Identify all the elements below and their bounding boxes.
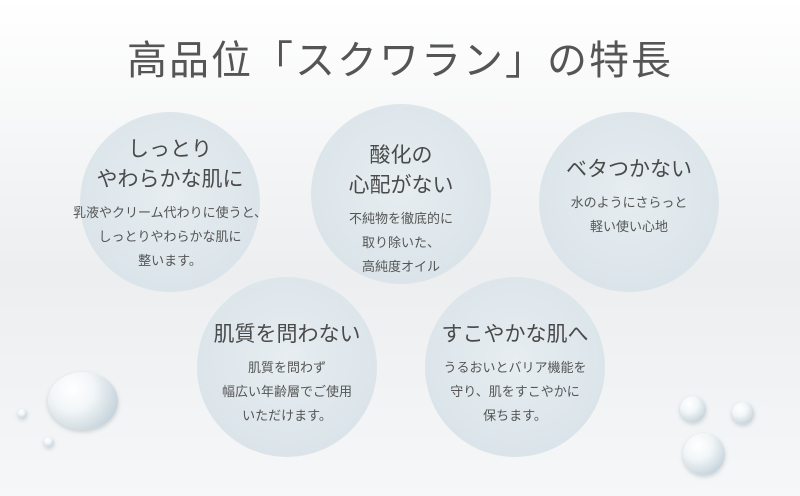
feature-circle-moisture: しっとり やわらかな肌に 乳液やクリーム代わりに使うと、 しっとりやわらかな肌に… xyxy=(73,112,267,292)
feature-description: 肌質を問わず 幅広い年齢層でご使用 いただけます。 xyxy=(221,361,352,424)
water-droplet-decoration xyxy=(48,372,118,430)
water-droplet-decoration xyxy=(44,437,54,447)
feature-circle-all-skin-types: 肌質を問わない 肌質を問わず 幅広い年齢層でご使用 いただけます。 xyxy=(197,277,377,457)
feature-description: 不純物を徹底的に 取り除いた、 高純度オイル xyxy=(348,212,453,275)
feature-circle-healthy-skin: すこやかな肌へ うるおいとバリア機能を 守り、肌をすこやかに 保ちます。 xyxy=(425,277,605,457)
feature-circle-non-sticky: ベタつかない 水のようにさらっと 軽い使い心地 xyxy=(539,112,719,292)
water-droplet-decoration xyxy=(18,409,27,418)
feature-heading: 酸化の 心配がない xyxy=(348,143,454,197)
feature-heading: ベタつかない xyxy=(566,157,692,181)
water-droplet-decoration xyxy=(732,402,754,424)
feature-heading: 肌質を問わない xyxy=(213,322,361,346)
page-title: 高品位「スクワラン」の特長 xyxy=(127,38,673,84)
feature-description: 水のようにさらっと 軽い使い心地 xyxy=(570,196,688,235)
feature-description: うるおいとバリア機能を 守り、肌をすこやかに 保ちます。 xyxy=(443,361,587,424)
feature-heading: すこやかな肌へ xyxy=(441,322,589,346)
water-droplet-decoration xyxy=(680,396,706,422)
water-droplet-decoration xyxy=(683,433,725,475)
feature-description: 乳液やクリーム代わりに使うと、 しっとりやわらかな肌に 整います。 xyxy=(72,206,268,269)
feature-circle-oxidation: 酸化の 心配がない 不純物を徹底的に 取り除いた、 高純度オイル xyxy=(311,104,491,284)
feature-heading: しっとり やわらかな肌に xyxy=(96,137,244,191)
